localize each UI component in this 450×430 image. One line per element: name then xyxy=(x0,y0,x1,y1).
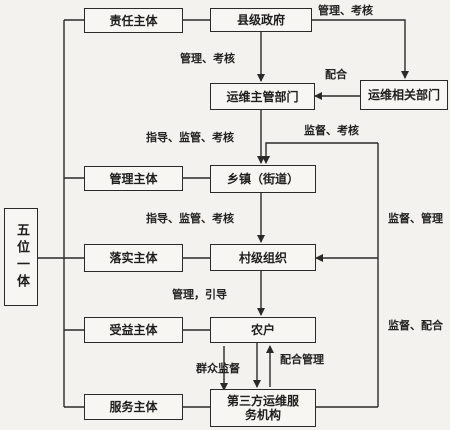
village-org-label: 村级组织 xyxy=(238,250,287,265)
township-box: 乡镇（街道） xyxy=(210,165,316,193)
service-subject-label: 服务主体 xyxy=(109,400,158,414)
label-manage-guide: 管理，引导 xyxy=(172,288,227,301)
township-label: 乡镇（街道） xyxy=(226,172,299,186)
village-org-box: 村级组织 xyxy=(210,244,316,271)
management-subject-label: 管理主体 xyxy=(109,171,158,186)
label-supervise-manage: 监督、管理 xyxy=(388,212,443,225)
arrow-loop-township xyxy=(262,142,378,164)
label-mgmt-assess-top: 管理、考核 xyxy=(318,4,373,17)
arrow-county-related xyxy=(312,19,409,79)
label-mgmt-assess-mid: 管理、考核 xyxy=(180,52,235,65)
five-in-one-box: 五位一体 xyxy=(4,208,38,306)
responsible-subject-label: 责任主体 xyxy=(109,13,158,28)
beneficiary-subject-label: 受益主体 xyxy=(109,323,158,337)
related-dept-box: 运维相关部门 xyxy=(360,80,448,110)
farmer-box: 农户 xyxy=(210,317,316,343)
label-public-supervise: 群众监督 xyxy=(196,362,240,375)
label-supervise-assess: 监督、考核 xyxy=(304,124,359,137)
service-subject-box: 服务主体 xyxy=(84,394,183,420)
county-government-label: 县级政府 xyxy=(236,13,285,27)
related-dept-label: 运维相关部门 xyxy=(367,88,440,102)
responsible-subject-box: 责任主体 xyxy=(84,8,183,33)
label-supervise-cooperate: 监督、配合 xyxy=(388,319,443,332)
third-party-box: 第三方运维服务机构 xyxy=(210,389,316,427)
county-government-box: 县级政府 xyxy=(210,8,312,32)
farmer-label: 农户 xyxy=(250,323,275,337)
five-in-one-label: 五位一体 xyxy=(14,223,29,291)
maintenance-dept-label: 运维主管部门 xyxy=(226,89,299,104)
beneficiary-subject-box: 受益主体 xyxy=(84,317,183,343)
third-party-label: 第三方运维服务机构 xyxy=(226,394,299,422)
label-guide-supervise-2: 指导、监管、考核 xyxy=(146,212,234,225)
label-cooperate: 配合 xyxy=(325,68,347,81)
label-cooperate-manage: 配合管理 xyxy=(280,353,324,366)
management-subject-box: 管理主体 xyxy=(84,166,183,191)
implementation-subject-label: 落实主体 xyxy=(109,251,158,265)
label-guide-supervise-1: 指导、监管、考核 xyxy=(146,131,234,144)
maintenance-dept-box: 运维主管部门 xyxy=(210,83,315,110)
implementation-subject-box: 落实主体 xyxy=(84,244,183,272)
